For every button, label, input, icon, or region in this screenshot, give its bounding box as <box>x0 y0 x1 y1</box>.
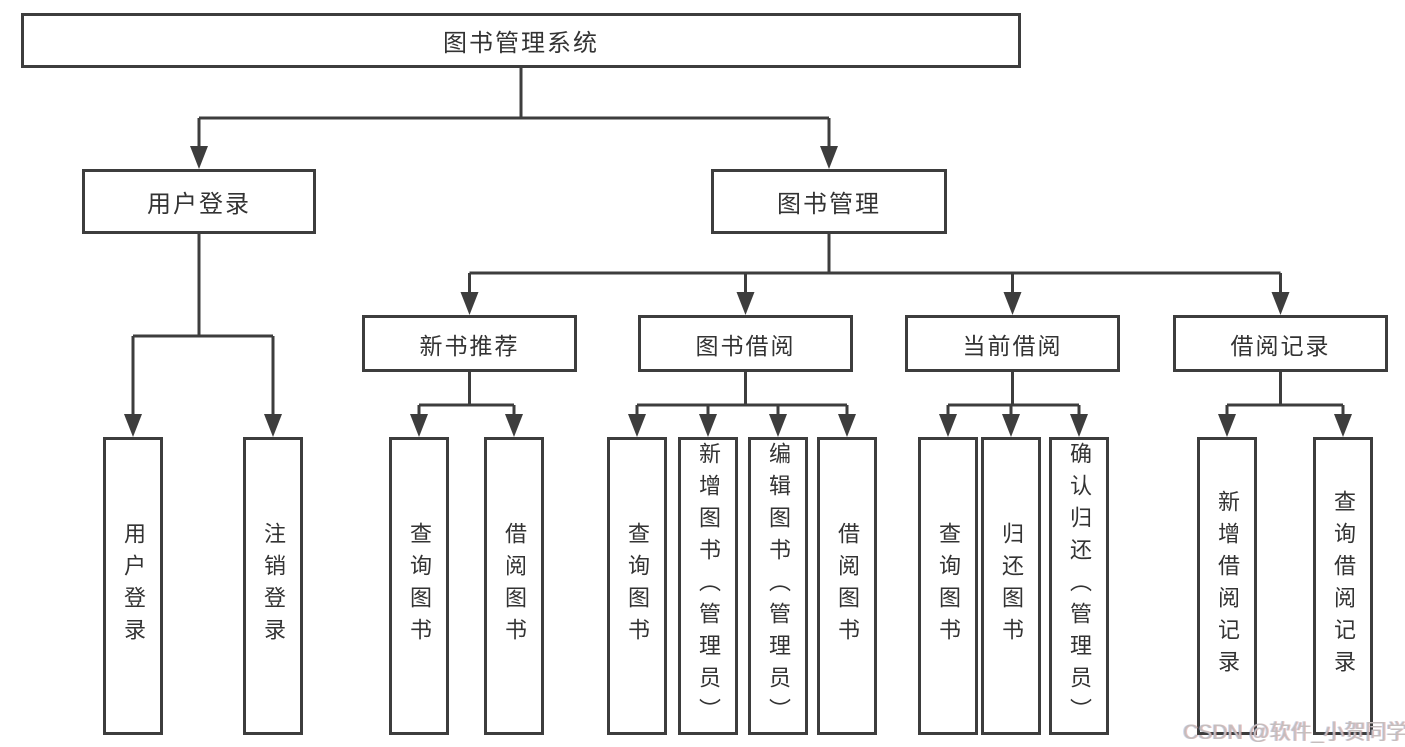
leaf-add-borrow-record-label: 新增借阅记录 <box>1215 490 1240 682</box>
leaf-logout: 注销登录 <box>243 437 303 735</box>
leaf-add-borrow-record: 新增借阅记录 <box>1197 437 1257 735</box>
leaf-borrow-books-recommend-label: 借阅图书 <box>502 522 527 650</box>
leaf-borrow-books-borrowing: 借阅图书 <box>817 437 877 735</box>
leaf-query-books-current-label: 查询图书 <box>936 522 961 650</box>
node-book-management-label: 图书管理 <box>777 191 881 218</box>
node-current-borrowing-label: 当前借阅 <box>962 332 1063 359</box>
node-borrowing-records: 借阅记录 <box>1173 315 1388 372</box>
leaf-borrow-books-recommend: 借阅图书 <box>484 437 544 735</box>
leaf-confirm-return-admin-label: 确认归还（管理员） <box>1067 442 1092 730</box>
node-user-login-label: 用户登录 <box>147 191 251 218</box>
node-book-borrowing-label: 图书借阅 <box>695 332 796 359</box>
leaf-query-books-recommend-label: 查询图书 <box>407 522 432 650</box>
leaf-add-books-admin-label: 新增图书（管理员） <box>696 442 721 730</box>
leaf-query-borrow-record: 查询借阅记录 <box>1313 437 1373 735</box>
node-library-system: 图书管理系统 <box>21 13 1021 68</box>
leaf-return-books-label: 归还图书 <box>999 522 1024 650</box>
leaf-logout-label: 注销登录 <box>261 522 286 650</box>
leaf-query-books-borrowing-label: 查询图书 <box>625 522 650 650</box>
node-new-book-recommend-label: 新书推荐 <box>419 332 520 359</box>
leaf-edit-books-admin: 编辑图书（管理员） <box>748 437 808 735</box>
leaf-borrow-books-borrowing-label: 借阅图书 <box>835 522 860 650</box>
leaf-add-books-admin: 新增图书（管理员） <box>678 437 738 735</box>
node-borrowing-records-label: 借阅记录 <box>1230 332 1331 359</box>
node-current-borrowing: 当前借阅 <box>905 315 1120 372</box>
leaf-query-books-current: 查询图书 <box>918 437 978 735</box>
leaf-edit-books-admin-label: 编辑图书（管理员） <box>766 442 791 730</box>
leaf-query-borrow-record-label: 查询借阅记录 <box>1331 490 1356 682</box>
leaf-user-login-label: 用户登录 <box>121 522 146 650</box>
leaf-query-books-borrowing: 查询图书 <box>607 437 667 735</box>
leaf-query-books-recommend: 查询图书 <box>389 437 449 735</box>
leaf-user-login: 用户登录 <box>103 437 163 735</box>
node-user-login: 用户登录 <box>82 169 316 234</box>
leaf-return-books: 归还图书 <box>981 437 1041 735</box>
node-book-borrowing: 图书借阅 <box>638 315 853 372</box>
node-book-management: 图书管理 <box>711 169 947 234</box>
leaf-confirm-return-admin: 确认归还（管理员） <box>1049 437 1109 735</box>
csdn-watermark: CSDN @软件_小贺同学 <box>1183 721 1405 744</box>
node-new-book-recommend: 新书推荐 <box>362 315 577 372</box>
node-library-system-label: 图书管理系统 <box>443 30 599 57</box>
